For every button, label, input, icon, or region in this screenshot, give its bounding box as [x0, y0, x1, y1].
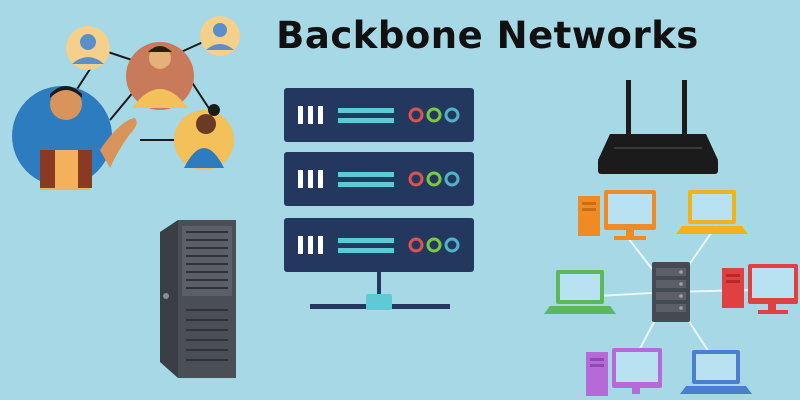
tower-server-icon — [160, 220, 236, 378]
laptop-icon — [680, 350, 752, 394]
network-hub-server — [652, 262, 690, 322]
laptop-icon — [676, 190, 748, 234]
page-title: Backbone Networks — [276, 14, 699, 57]
user-avatar-1 — [66, 26, 110, 70]
server-unit — [284, 218, 474, 272]
user-avatar-4 — [12, 86, 137, 190]
desktop-computer-icon — [586, 348, 662, 396]
laptop-icon — [544, 270, 616, 314]
desktop-computer-icon — [578, 190, 656, 240]
people-network-illustration — [12, 16, 240, 190]
desktop-computer-icon — [722, 264, 798, 314]
server-unit — [284, 152, 474, 206]
user-avatar-3 — [126, 42, 194, 110]
computer-network-diagram — [544, 190, 798, 396]
wifi-router-icon — [598, 80, 718, 174]
user-avatar-5 — [174, 104, 234, 170]
server-unit — [284, 88, 474, 142]
rack-server-icon — [284, 88, 474, 310]
user-avatar-2 — [200, 16, 240, 56]
